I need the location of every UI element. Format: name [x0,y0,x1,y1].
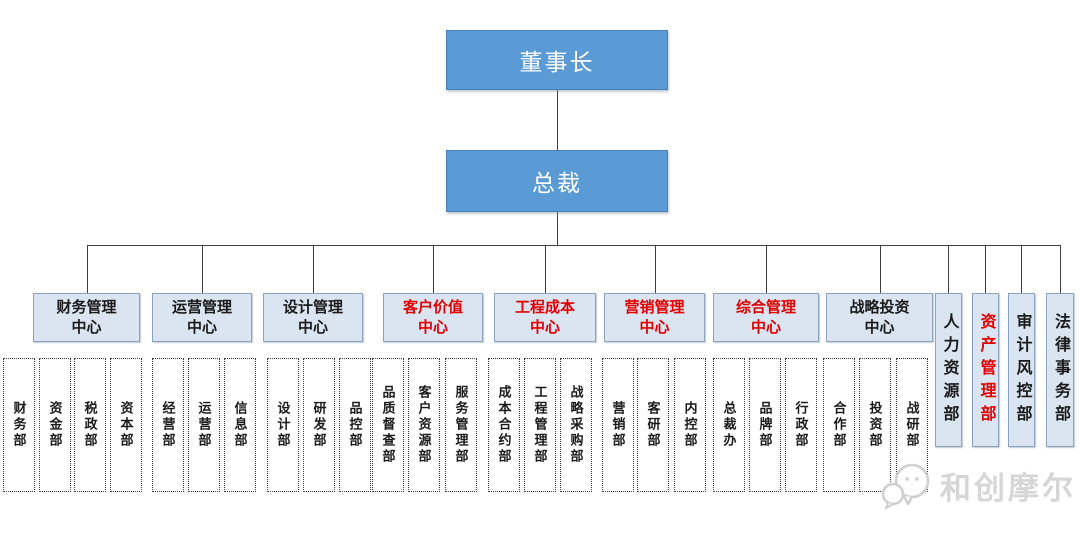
connector-line [202,245,203,293]
dept-box: 内控部 [674,358,706,492]
watermark-logo-icon [881,463,930,511]
staff-label: 法律事务部 [1052,312,1069,428]
watermark-text: 和创摩尔 [940,470,1076,506]
staff-box-asset-management: 资产管理部 [972,293,999,447]
connector-line [948,245,949,293]
staff-box-hr: 人力资源部 [935,293,962,447]
connector-line [880,245,881,293]
watermark: 和创摩尔 [878,456,1076,514]
dept-label: 成本合约部 [496,385,512,465]
dept-label: 设计部 [275,401,291,449]
dept-box: 投资部 [859,358,891,492]
connector-line [313,245,314,293]
connector-line [655,245,656,293]
dept-label: 税政部 [82,401,98,449]
dept-box: 设计部 [267,358,299,492]
dept-box: 品控部 [339,358,371,492]
dept-label: 投资部 [867,401,883,449]
dept-box: 品牌部 [749,358,781,492]
dept-label: 行政部 [793,401,809,449]
dept-label: 品牌部 [757,401,773,449]
president-box: 总裁 [446,150,668,212]
dept-box: 运营部 [188,358,220,492]
dept-box: 财务部 [3,358,35,492]
center-box-finance: 财务管理 中心 [33,293,140,342]
dept-label: 战略采购部 [568,385,584,465]
staff-label: 资产管理部 [977,312,995,428]
staff-box-legal: 法律事务部 [1046,293,1074,447]
dept-box: 服务管理部 [445,358,477,492]
dept-label: 经营部 [160,401,176,449]
dept-box: 营销部 [602,358,634,492]
dept-box: 成本合约部 [488,358,520,492]
chairman-box: 董事长 [446,30,668,90]
center-box-marketing: 营销管理 中心 [604,293,705,342]
dept-label: 总裁办 [721,401,737,449]
connector-line [985,245,986,293]
dept-label: 服务管理部 [453,385,469,465]
president-label: 总裁 [532,170,582,196]
dept-box: 品质督查部 [372,358,404,492]
connector-line [433,245,434,293]
dept-box: 资本部 [110,358,142,492]
dept-label: 战研部 [904,401,920,449]
connector-line [87,245,88,293]
staff-box-audit-risk: 审计风控部 [1008,293,1035,447]
connector-line [545,245,546,293]
center-box-strategic-investment: 战略投资 中心 [826,293,933,342]
connector-line [557,212,558,246]
connector-line [1021,245,1022,293]
dept-label: 研发部 [311,401,327,449]
dept-box: 行政部 [785,358,817,492]
dept-label: 客户资源部 [416,385,432,465]
dept-box: 客户资源部 [408,358,440,492]
chairman-label: 董事长 [519,49,595,75]
dept-box: 合作部 [823,358,855,492]
staff-label: 审计风控部 [1013,312,1031,428]
dept-box: 客研部 [637,358,669,492]
dept-box: 经营部 [152,358,184,492]
dept-label: 客研部 [645,401,661,449]
dept-label: 资金部 [47,401,63,449]
center-box-customer-value: 客户价值 中心 [383,293,483,342]
dept-box: 资金部 [39,358,71,492]
dept-label: 工程管理部 [532,385,548,465]
center-box-engineering-cost: 工程成本 中心 [494,293,596,342]
dept-box: 总裁办 [713,358,745,492]
dept-label: 内控部 [682,401,698,449]
dept-label: 信息部 [232,401,248,449]
dept-label: 资本部 [118,401,134,449]
connector-line [87,245,1061,246]
connector-line [766,245,767,293]
dept-label: 品质督查部 [380,385,396,465]
dept-box: 信息部 [224,358,256,492]
dept-box: 工程管理部 [524,358,556,492]
staff-label: 人力资源部 [940,312,958,428]
dept-box: 战略采购部 [560,358,592,492]
center-box-operations: 运营管理 中心 [152,293,252,342]
dept-label: 营销部 [610,401,626,449]
dept-box: 研发部 [303,358,335,492]
dept-label: 财务部 [11,401,27,449]
dept-label: 品控部 [347,401,363,449]
center-box-design: 设计管理 中心 [263,293,363,342]
dept-label: 运营部 [196,401,212,449]
connector-line [557,90,558,150]
center-box-general-management: 综合管理 中心 [713,293,819,342]
connector-line [1060,245,1061,293]
dept-box: 税政部 [74,358,106,492]
dept-label: 合作部 [831,401,847,449]
